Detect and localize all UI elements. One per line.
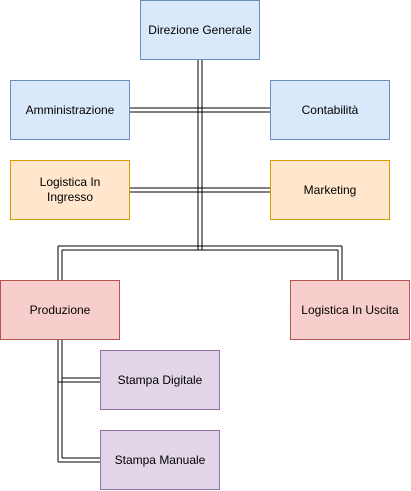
node-contabilita[interactable]: Contabilità (270, 80, 390, 140)
node-stampa-manuale[interactable]: Stampa Manuale (100, 430, 220, 490)
node-produzione-label: Produzione (29, 302, 91, 317)
node-logistica-ingresso[interactable]: Logistica In Ingresso (10, 160, 130, 220)
node-stampa-manuale-label: Stampa Manuale (114, 452, 206, 467)
node-amministrazione-label: Amministrazione (25, 102, 115, 117)
node-logistica-ingresso-label: Logistica In Ingresso (39, 175, 101, 204)
node-marketing[interactable]: Marketing (270, 160, 390, 220)
node-amministrazione[interactable]: Amministrazione (10, 80, 130, 140)
node-logistica-uscita[interactable]: Logistica In Uscita (290, 280, 410, 340)
node-logistica-uscita-label: Logistica In Uscita (301, 302, 399, 317)
node-stampa-digitale[interactable]: Stampa Digitale (100, 350, 220, 410)
node-contabilita-label: Contabilità (301, 102, 359, 117)
node-direzione-generale-label: Direzione Generale (148, 22, 252, 37)
node-direzione-generale[interactable]: Direzione Generale (140, 0, 260, 60)
node-marketing-label: Marketing (303, 182, 357, 197)
node-produzione[interactable]: Produzione (0, 280, 120, 340)
node-stampa-digitale-label: Stampa Digitale (117, 372, 203, 387)
